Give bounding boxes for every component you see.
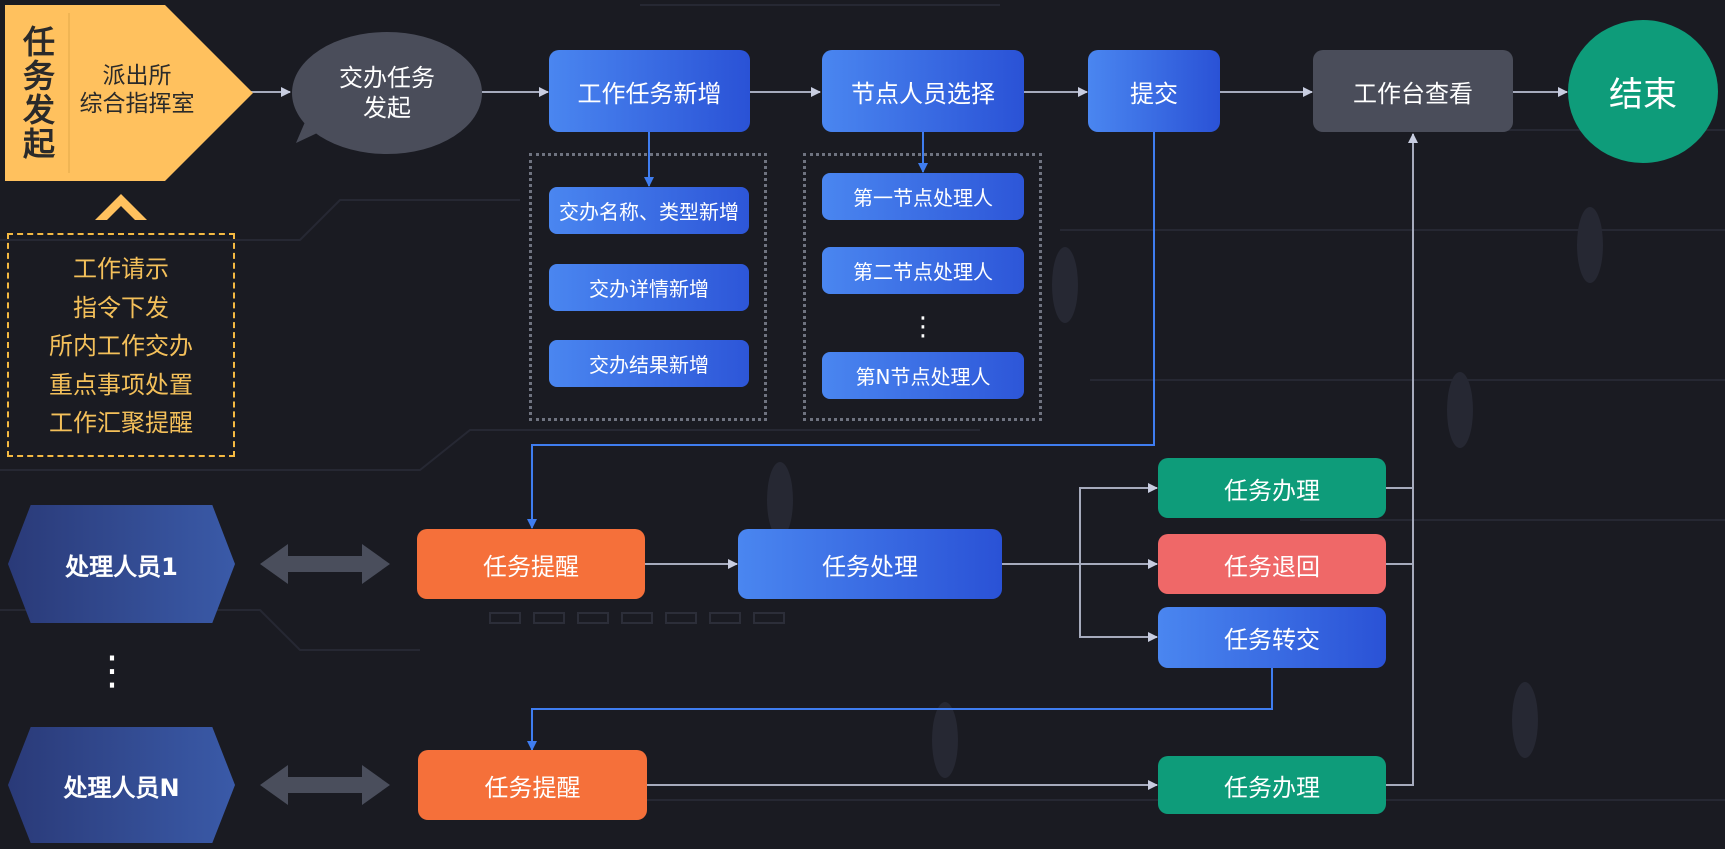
task-sources-box: 工作请示 指令下发 所内工作交办 重点事项处置 工作汇聚提醒 [7, 233, 235, 457]
task-remind-node-1: 任务提醒 [417, 529, 645, 599]
double-arrow-handler-n [260, 765, 390, 805]
add-task-node: 工作任务新增 [549, 50, 750, 132]
dispatch-task-bubble: 交办任务 发起 [292, 32, 482, 154]
node-item-first: 第一节点处理人 [822, 173, 1024, 220]
handlers-ellipsis: ⋮ [92, 648, 132, 694]
arrow-results-to-workbench [1386, 134, 1413, 786]
chevron-up-icon [95, 194, 147, 220]
add-task-item: 交办详情新增 [549, 264, 749, 311]
handler-n: 处理人员N [8, 727, 235, 843]
start-org: 派出所 综合指挥室 [72, 62, 202, 118]
add-task-items-group [529, 153, 767, 421]
double-arrow-handler-1 [260, 544, 390, 584]
task-transfer-node: 任务转交 [1158, 607, 1386, 668]
source-item: 重点事项处置 [49, 370, 193, 399]
source-item: 所内工作交办 [49, 332, 193, 360]
task-handle-node: 任务处理 [738, 529, 1002, 599]
bubble-line1: 交办任务 [339, 64, 435, 92]
arrow-submit-to-remind [527, 132, 1155, 529]
add-task-item: 交办结果新增 [549, 340, 749, 387]
handler-1: 处理人员1 [8, 505, 235, 623]
task-remind-node-2: 任务提醒 [418, 750, 647, 820]
add-task-item: 交办名称、类型新增 [549, 187, 749, 234]
arrow-handle-to-done [1079, 483, 1158, 564]
start-org-line2: 综合指挥室 [79, 91, 195, 117]
task-return-node: 任务退回 [1158, 534, 1386, 594]
arrow-handle-to-transfer [1079, 564, 1158, 642]
bubble-line2: 发起 [363, 94, 411, 122]
source-item: 工作请示 [73, 255, 169, 283]
start-title: 任务发起 [18, 25, 56, 161]
submit-node: 提交 [1088, 50, 1220, 132]
arrow-transfer-to-remind2 [527, 668, 1273, 751]
start-org-line1: 派出所 [102, 63, 172, 89]
node-items-ellipsis: ⋮ [910, 312, 936, 342]
task-done-node-2: 任务办理 [1158, 756, 1386, 814]
node-item-nth: 第N节点处理人 [822, 352, 1024, 399]
node-select-node: 节点人员选择 [822, 50, 1024, 132]
node-item-second: 第二节点处理人 [822, 247, 1024, 294]
source-item: 指令下发 [73, 293, 169, 322]
end-node: 结束 [1568, 20, 1718, 163]
workbench-node: 工作台查看 [1313, 50, 1513, 132]
start-pentagon [5, 5, 253, 181]
node-items-group [803, 153, 1042, 421]
task-done-node-1: 任务办理 [1158, 458, 1386, 518]
source-item: 工作汇聚提醒 [49, 409, 193, 437]
